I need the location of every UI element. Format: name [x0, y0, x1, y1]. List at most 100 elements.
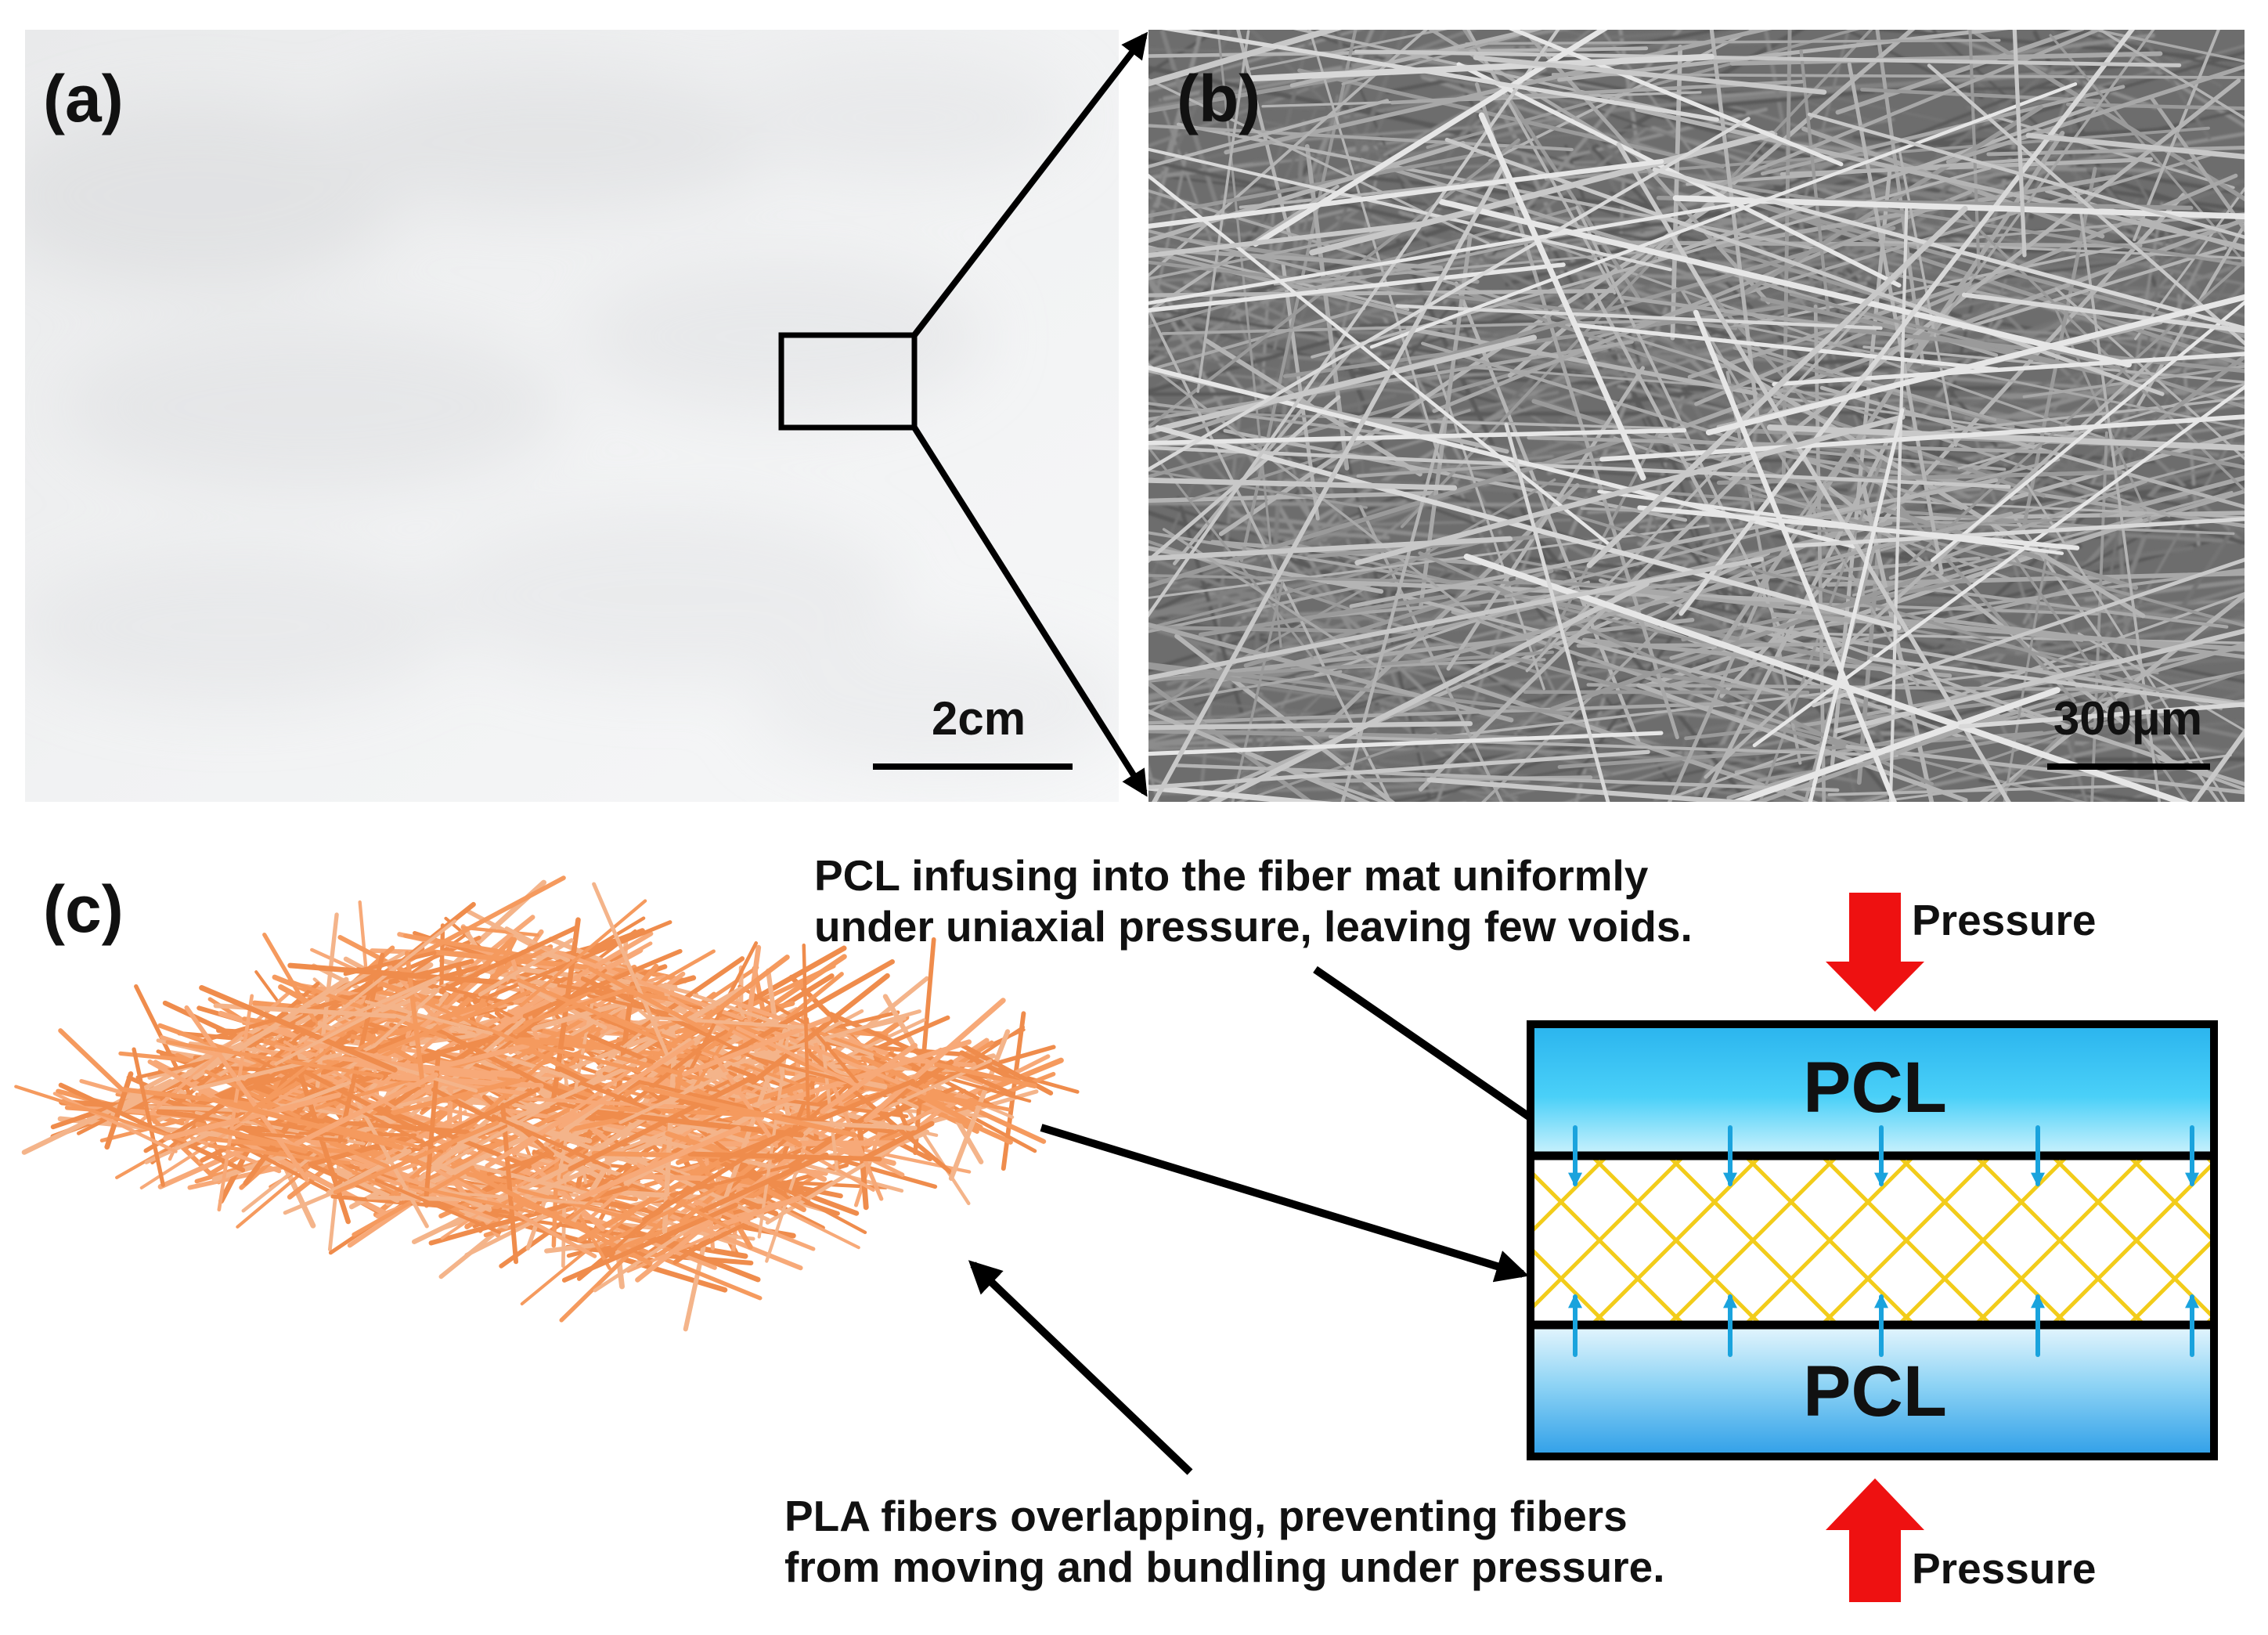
pla-fiber [333, 1121, 499, 1195]
sem-fiber [2052, 760, 2205, 802]
sem-fiber [1843, 30, 1984, 99]
sem-fiber [1478, 112, 1646, 481]
sem-fiber [1860, 88, 2101, 103]
sem-fiber [1148, 30, 1560, 618]
sem-fiber [1639, 370, 1851, 590]
pla-fiber [14, 1085, 186, 1142]
sem-fiber [1148, 70, 1379, 114]
pla-fiber [606, 1013, 811, 1090]
sem-fiber [2099, 475, 2245, 518]
sem-fiber [1648, 171, 2245, 267]
sem-fiber [1148, 306, 1596, 379]
sem-fiber [1148, 540, 1542, 675]
sem-fiber [2065, 102, 2245, 110]
sem-fiber [1705, 294, 2245, 436]
pla-fiber [195, 1121, 308, 1154]
sem-fiber [2116, 763, 2245, 802]
sem-fiber [1834, 628, 2245, 734]
sem-fiber [1260, 121, 1542, 144]
sem-fiber [2191, 728, 2245, 802]
pla-fiber [716, 1140, 905, 1147]
sem-fiber [1148, 721, 1473, 731]
sem-fiber [1148, 578, 1395, 633]
sem-fiber [1196, 30, 1250, 393]
sem-fiber [1235, 732, 1437, 802]
sem-fiber [1947, 198, 2245, 493]
pla-fiber [294, 1072, 439, 1146]
pla-fiber [119, 1087, 273, 1110]
pla-fiber [719, 1078, 916, 1163]
sem-fiber [1581, 599, 1974, 743]
pla-fiber [359, 1113, 462, 1171]
sem-fiber [1509, 30, 1844, 167]
sem-fiber [1236, 30, 1293, 240]
pla-fiber [491, 969, 608, 1057]
sem-fiber [1148, 524, 1710, 600]
sem-fiber [1148, 650, 1555, 682]
pla-fiber [408, 1184, 535, 1215]
zoom-line-bottom [911, 425, 1148, 797]
sem-fiber [1446, 366, 1646, 671]
sem-fiber [1328, 318, 1392, 471]
pla-fiber [388, 1052, 554, 1200]
pla-fiber [474, 937, 517, 1016]
pla-fiber [860, 1121, 935, 1162]
sem-fiber [1451, 610, 1791, 727]
sem-fiber [1753, 713, 2001, 802]
sem-fiber [1761, 85, 2126, 176]
sem-fiber [1847, 62, 1944, 576]
sem-fiber [1148, 478, 1556, 714]
sem-fiber [1485, 143, 1765, 218]
pla-fiber [478, 938, 574, 997]
pla-fiber [211, 1097, 404, 1150]
grid-line [1531, 1157, 1532, 1159]
pcl-top-layer [1531, 1024, 2214, 1156]
sem-fiber [1504, 422, 1610, 802]
sem-fiber [1148, 664, 1337, 696]
sem-fiber [1652, 167, 2245, 331]
sem-fiber [1148, 776, 1221, 802]
sem-fiber [1148, 728, 1528, 741]
sem-fiber [1297, 68, 1725, 169]
sem-fiber [1148, 150, 1490, 218]
sem-top-fibers [1148, 30, 2245, 802]
pla-fiber [315, 1134, 390, 1169]
sem-fiber [1474, 82, 1679, 740]
sem-fiber [1285, 326, 1541, 361]
sem-fiber [1227, 350, 1719, 398]
pla-fiber [635, 1153, 795, 1283]
sem-fiber [1148, 339, 1331, 394]
pla-fiber [485, 1112, 574, 1169]
pla-fiber [323, 1122, 421, 1150]
pla-fiber [431, 1087, 508, 1129]
sem-fiber [1148, 307, 1366, 372]
pla-fiber [700, 1142, 867, 1235]
pla-fiber [514, 1096, 701, 1110]
sem-fiber [1354, 49, 2182, 67]
sem-fiber [1148, 30, 1343, 87]
pla-fiber [165, 1040, 384, 1078]
sem-fiber [1791, 366, 2245, 399]
pla-fiber [337, 976, 441, 1023]
sem-fiber [1148, 184, 1340, 314]
sem-fiber [1335, 30, 1408, 208]
pla-fiber [517, 1187, 663, 1229]
sem-fiber [1807, 112, 2245, 240]
pla-fiber [617, 1215, 701, 1251]
sem-fiber [1678, 30, 2135, 616]
grid-line [1361, 1156, 1531, 1325]
pla-fiber [287, 1116, 470, 1135]
sem-fiber [1297, 30, 1407, 69]
panel-b-scale-text: 300μm [2053, 692, 2202, 745]
pla-fiber [86, 1020, 272, 1121]
sem-fiber [1987, 518, 2189, 802]
sem-fiber [1752, 384, 2245, 748]
sem-fiber [1771, 612, 2245, 652]
sem-fiber [1354, 414, 1906, 566]
sem-fiber [1718, 363, 2171, 518]
pla-fiber [184, 1005, 310, 1182]
sem-fiber [1557, 731, 2044, 769]
sem-fiber [1159, 98, 1324, 551]
callout-arrow-pcl [1313, 965, 1567, 1143]
